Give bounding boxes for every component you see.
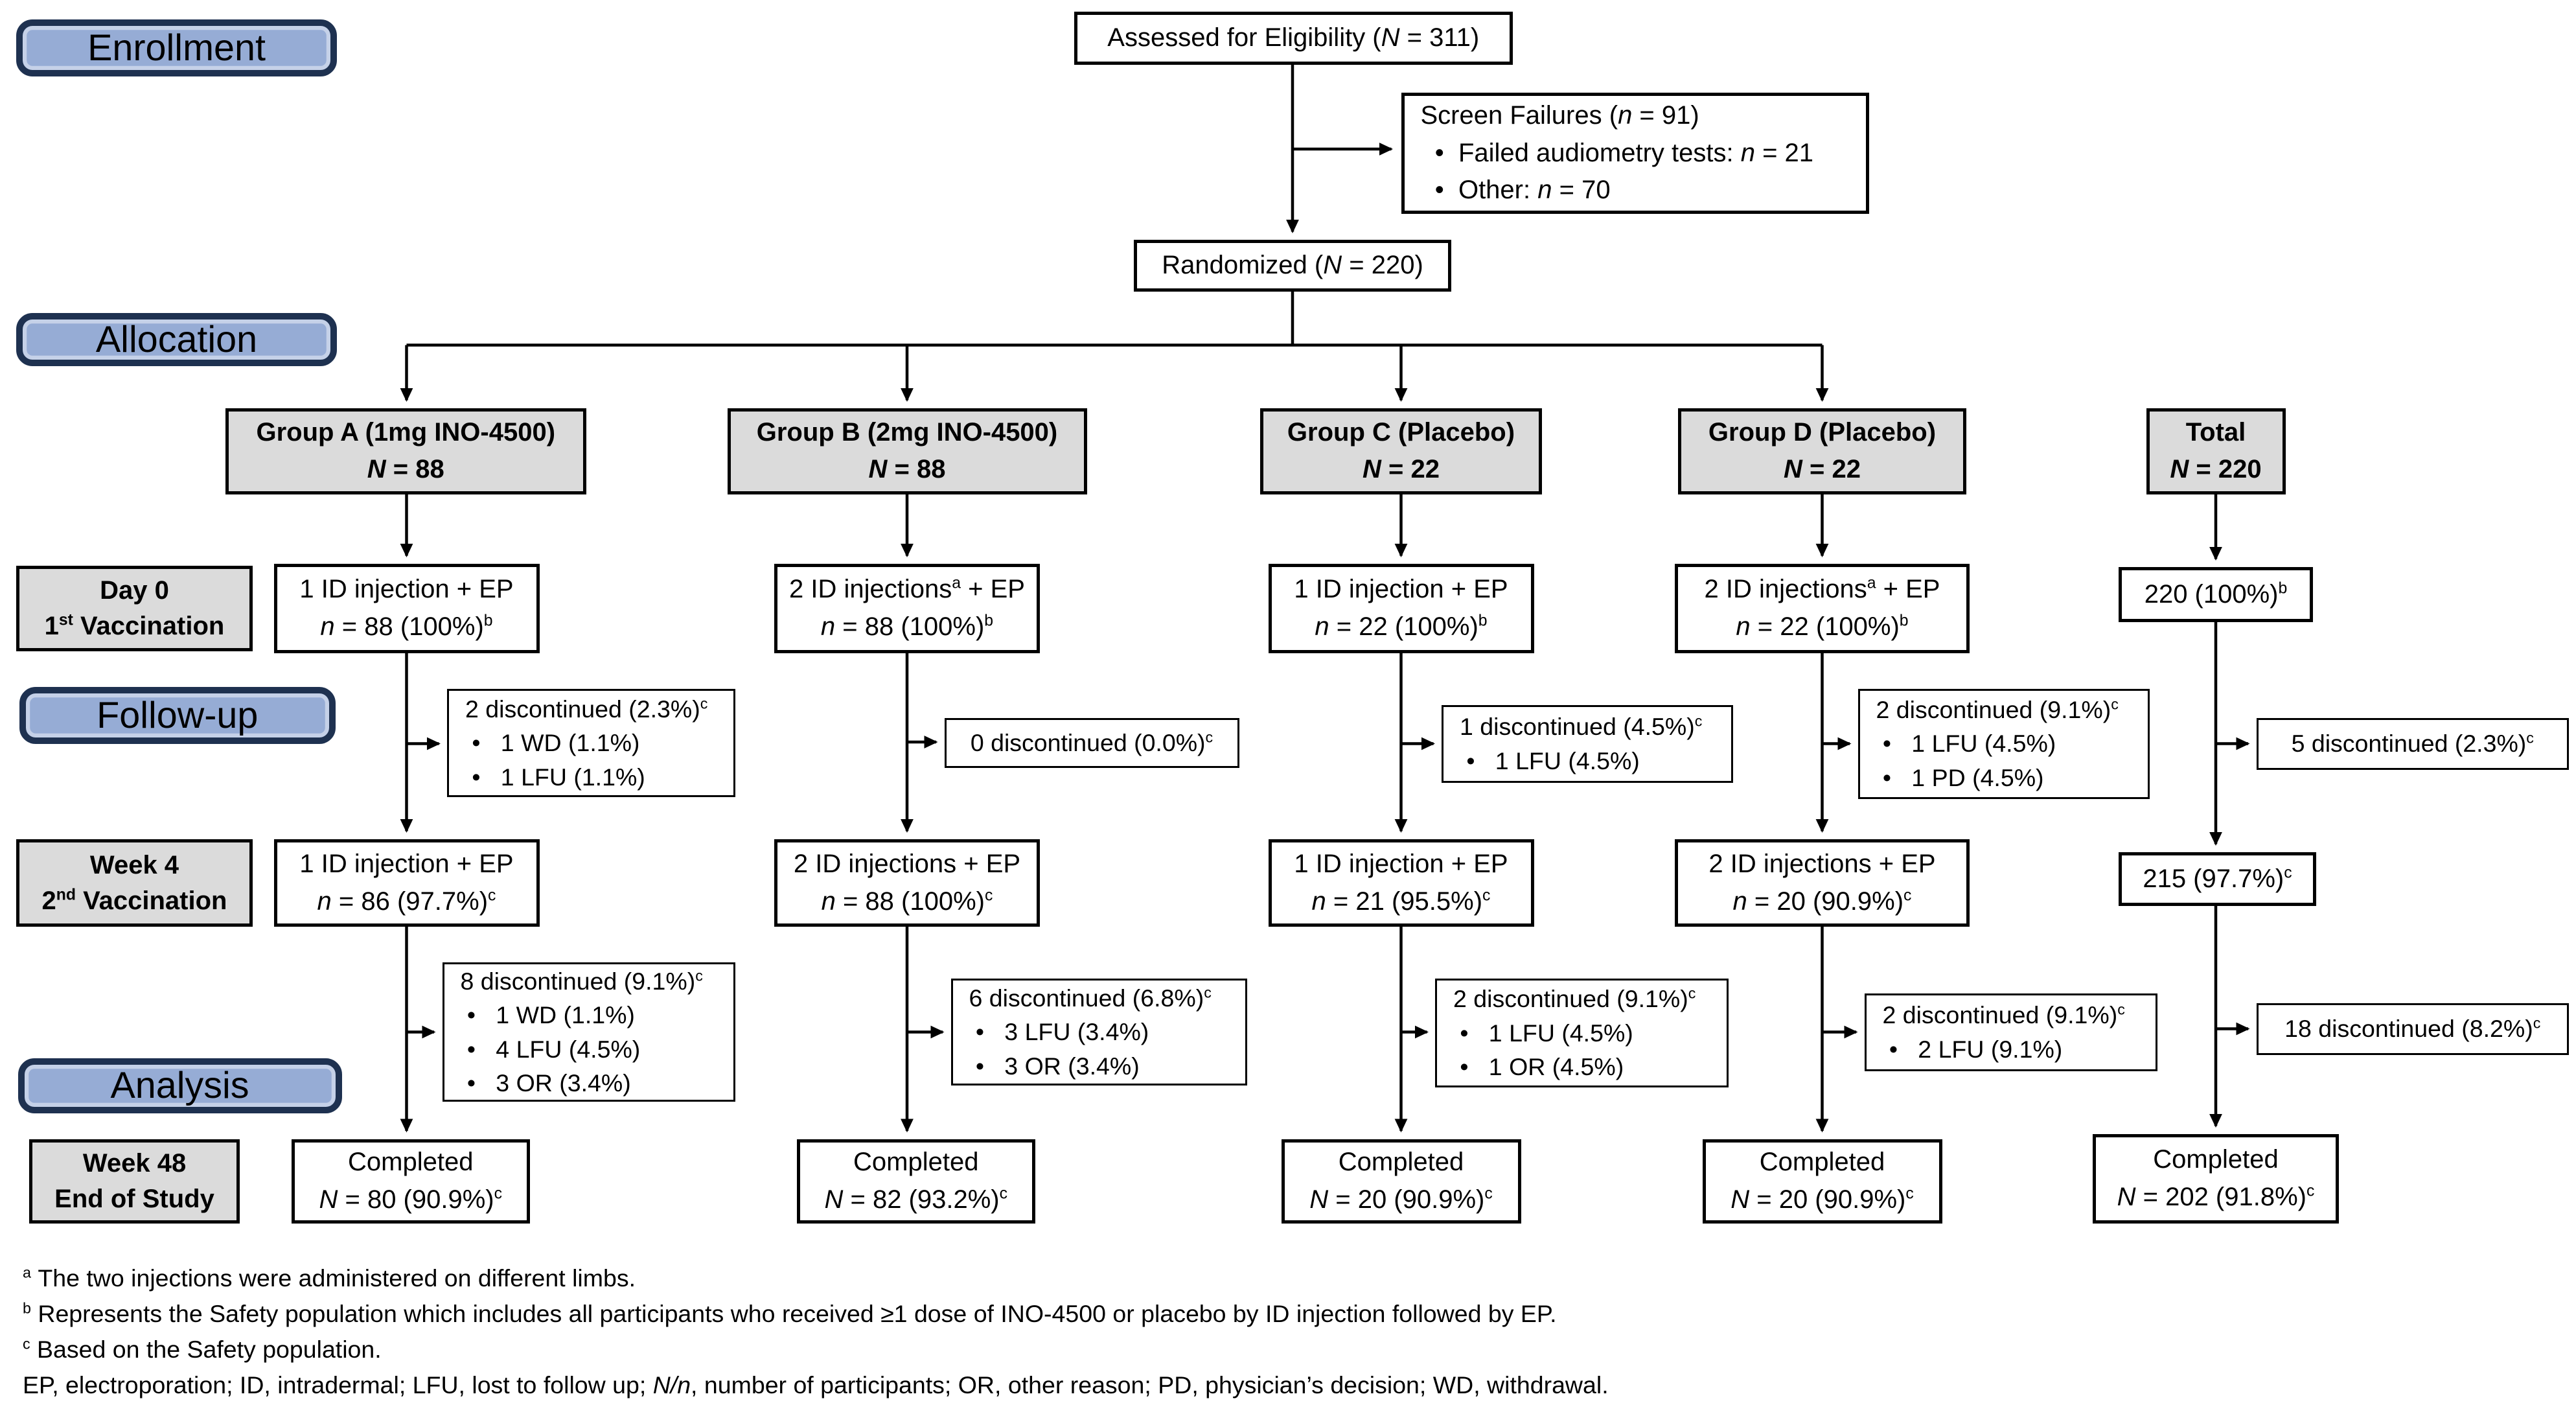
assessed-eligibility-box: Assessed for Eligibility (N = 311) bbox=[1074, 11, 1513, 65]
group-b-discontinued-2-box: 6 discontinued (6.8%)c • 3 LFU (3.4%) • … bbox=[950, 979, 1247, 1085]
group-a-header-box: Group A (1mg INO-4500)N = 88 bbox=[225, 408, 586, 494]
total-discontinued-2-box: 18 discontinued (8.2%)c bbox=[2256, 1003, 2569, 1055]
total-week4-box: 215 (97.7%)c bbox=[2119, 852, 2316, 906]
footnotes: a The two injections were administered o… bbox=[23, 1264, 1609, 1399]
group-c-discontinued-2-box: 2 discontinued (9.1%)c • 1 LFU (4.5%) • … bbox=[1435, 979, 1729, 1087]
phase-label-analysis: Analysis bbox=[17, 1058, 342, 1113]
phase-label-allocation: Allocation bbox=[16, 312, 337, 366]
group-d-discontinued-2-box: 2 discontinued (9.1%)c • 2 LFU (9.1%) bbox=[1864, 993, 2157, 1071]
group-b-discontinued-1-box: 0 discontinued (0.0%)c bbox=[944, 717, 1239, 768]
group-d-header-box: Group D (Placebo)N = 22 bbox=[1678, 408, 1966, 494]
group-d-discontinued-1-box: 2 discontinued (9.1%)c • 1 LFU (4.5%) • … bbox=[1857, 688, 2150, 799]
group-c-header-box: Group C (Placebo)N = 22 bbox=[1260, 408, 1542, 494]
screen-failures-box: Screen Failures (n = 91) • Failed audiom… bbox=[1401, 92, 1869, 214]
phase-label-enrollment: Enrollment bbox=[16, 19, 337, 76]
group-a-discontinued-1-box: 2 discontinued (2.3%)c • 1 WD (1.1%) • 1… bbox=[447, 688, 735, 797]
randomized-box: Randomized (N = 220) bbox=[1134, 240, 1451, 292]
group-b-header-box: Group B (2mg INO-4500)N = 88 bbox=[727, 408, 1087, 494]
total-day0-box: 220 (100%)b bbox=[2119, 567, 2313, 622]
group-a-discontinued-2-box: 8 discontinued (9.1%)c • 1 WD (1.1%) • 4… bbox=[442, 962, 735, 1102]
total-discontinued-1-box: 5 discontinued (2.3%)c bbox=[2256, 717, 2569, 770]
group-c-discontinued-1-box: 1 discontinued (4.5%)c • 1 LFU (4.5%) bbox=[1442, 704, 1733, 783]
phase-label-followup: Follow-up bbox=[19, 687, 336, 744]
